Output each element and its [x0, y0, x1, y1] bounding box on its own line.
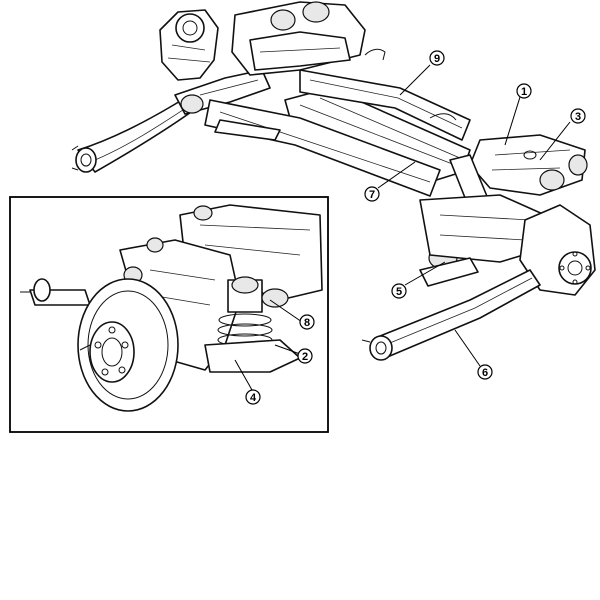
right-trailing-link: [361, 269, 541, 361]
svg-text:3: 3: [575, 111, 581, 123]
svg-text:2: 2: [302, 351, 308, 363]
inset-detail-view: 8 2 4: [9, 196, 329, 433]
svg-text:7: 7: [369, 189, 375, 201]
small-link: [419, 257, 479, 287]
callout-3: 3: [570, 108, 586, 124]
left-trailing-arm: [71, 94, 206, 173]
svg-text:8: 8: [304, 317, 310, 329]
left-upper-arm: [174, 69, 271, 115]
svg-text:1: 1: [521, 86, 527, 98]
callout-7: 7: [364, 186, 380, 202]
right-upper-mount: [469, 134, 588, 196]
left-knuckle-hub: [159, 9, 219, 81]
svg-text:5: 5: [396, 286, 402, 298]
svg-text:6: 6: [482, 367, 488, 379]
callout-1: 1: [516, 83, 532, 99]
stabilizer-tube: [299, 69, 471, 141]
top-crossmember: [231, 1, 386, 76]
brake-rotor: [77, 278, 179, 412]
callout-9: 9: [429, 50, 445, 66]
callout-8: 8: [299, 314, 315, 330]
svg-text:4: 4: [250, 392, 257, 404]
callout-6: 6: [477, 364, 493, 380]
coil-spring: [217, 276, 289, 357]
callout-5: 5: [391, 283, 407, 299]
svg-text:9: 9: [434, 53, 440, 65]
lower-crossrail: [204, 99, 441, 197]
main-assembly: 1 3 9 7 5 6: [71, 1, 596, 380]
main-leaders: [377, 64, 571, 367]
callout-4: 4: [245, 389, 261, 405]
right-hub: [519, 204, 596, 296]
callout-2: 2: [297, 348, 313, 364]
